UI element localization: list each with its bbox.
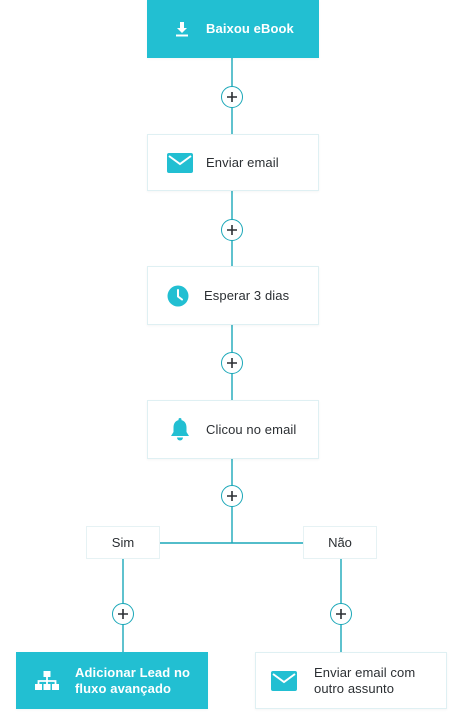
download-icon: [168, 15, 196, 43]
clock-icon: [164, 282, 192, 310]
plus-icon: [118, 609, 128, 619]
branch-no-label[interactable]: Não: [303, 526, 377, 559]
wait-node[interactable]: Esperar 3 dias: [147, 266, 319, 325]
envelope-icon: [166, 149, 194, 177]
condition-label: Clicou no email: [206, 421, 297, 437]
add-step-button-2[interactable]: [221, 219, 243, 241]
condition-node[interactable]: Clicou no email: [147, 400, 319, 459]
branch-yes-text: Sim: [111, 535, 135, 550]
send-other-email-label: Enviar email com outro assunto: [314, 664, 416, 696]
wait-label: Esperar 3 dias: [204, 287, 290, 303]
plus-icon: [227, 92, 237, 102]
branch-yes-label[interactable]: Sim: [86, 526, 160, 559]
sitemap-icon: [33, 667, 61, 695]
add-step-button-3[interactable]: [221, 352, 243, 374]
envelope-icon: [270, 667, 298, 695]
plus-icon: [227, 225, 237, 235]
trigger-label: Baixou eBook: [206, 21, 294, 36]
send-other-email-node[interactable]: Enviar email com outro assunto: [255, 652, 447, 709]
add-step-button-no[interactable]: [330, 603, 352, 625]
add-lead-advanced-flow-node[interactable]: Adicionar Lead no fluxo avançado: [16, 652, 208, 709]
plus-icon: [227, 358, 237, 368]
add-step-button-yes[interactable]: [112, 603, 134, 625]
plus-icon: [336, 609, 346, 619]
trigger-node[interactable]: Baixou eBook: [147, 0, 319, 58]
add-lead-label: Adicionar Lead no fluxo avançado: [75, 664, 191, 696]
add-step-button-1[interactable]: [221, 86, 243, 108]
send-email-label: Enviar email: [206, 154, 279, 170]
bell-icon: [166, 416, 194, 444]
add-step-button-4[interactable]: [221, 485, 243, 507]
send-email-node[interactable]: Enviar email: [147, 134, 319, 191]
branch-no-text: Não: [328, 535, 352, 550]
plus-icon: [227, 491, 237, 501]
